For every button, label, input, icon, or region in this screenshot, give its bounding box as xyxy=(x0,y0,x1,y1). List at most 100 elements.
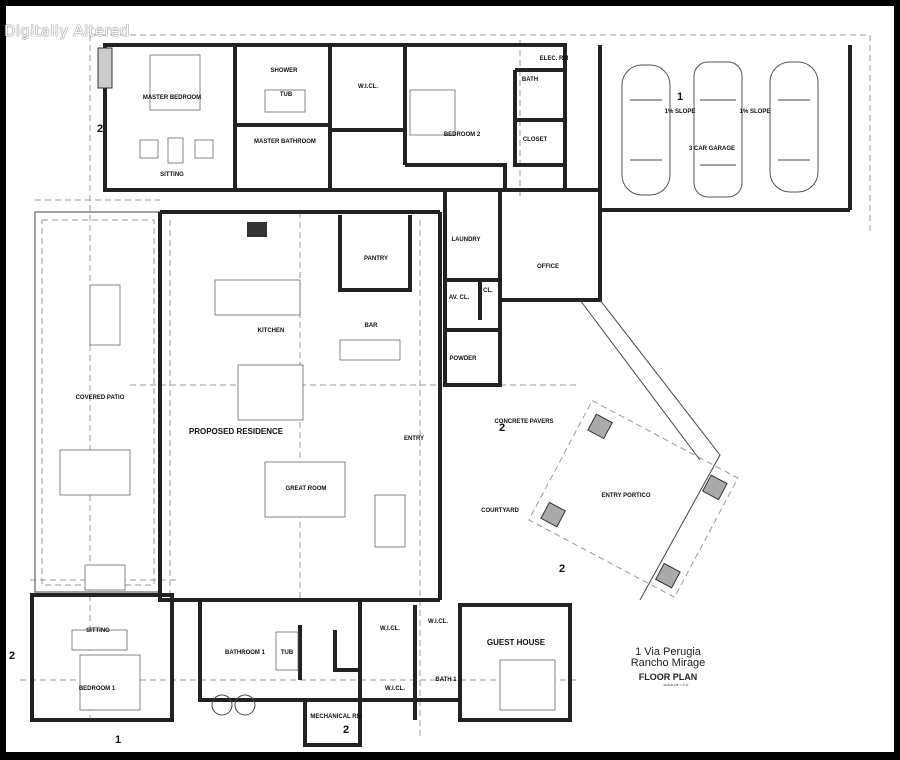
revision-tag: 1 xyxy=(115,734,121,746)
bedroom1-wing xyxy=(30,593,174,722)
guest-house xyxy=(458,603,572,722)
svg-text:BEDROOM 2: BEDROOM 2 xyxy=(444,132,481,138)
address-line1: 1 Via Perugia xyxy=(635,646,702,658)
svg-text:SHOWER: SHOWER xyxy=(271,68,299,74)
svg-text:1% SLOPE: 1% SLOPE xyxy=(740,109,771,115)
svg-text:2: 2 xyxy=(559,563,565,575)
revision-tag: 2 xyxy=(9,650,15,662)
bedroom2-bed xyxy=(409,89,456,136)
label-wicl-guest: W.I.CL. xyxy=(428,619,448,625)
svg-text:KITCHEN: KITCHEN xyxy=(258,328,285,334)
label-office: OFFICE xyxy=(537,264,559,270)
main-residence-walls xyxy=(158,188,602,602)
svg-text:1% SLOPE: 1% SLOPE xyxy=(665,109,696,115)
label-proposed-residence: PROPOSED RESIDENCE xyxy=(189,427,284,436)
address-line2: Rancho Mirage xyxy=(631,657,706,669)
svg-text:OFFICE: OFFICE xyxy=(537,264,559,270)
svg-text:BAR: BAR xyxy=(365,323,379,329)
label-shower: SHOWER xyxy=(271,68,299,74)
svg-text:MASTER BEDROOM: MASTER BEDROOM xyxy=(143,95,201,101)
svg-text:SCALE 1/8" = 1'-0": SCALE 1/8" = 1'-0" xyxy=(663,683,688,687)
svg-text:BATH 1: BATH 1 xyxy=(435,677,457,683)
svg-text:1: 1 xyxy=(677,91,683,103)
label-covered-patio: COVERED PATIO xyxy=(76,395,125,401)
label-master-bedroom: MASTER BEDROOM xyxy=(143,95,201,101)
label-garage: 3 CAR GARAGE xyxy=(689,146,735,152)
garage xyxy=(598,45,852,212)
svg-text:ELEC. RM: ELEC. RM xyxy=(540,56,569,62)
bathroom1-wing xyxy=(198,600,460,747)
label-bar: BAR xyxy=(365,323,379,329)
label-cl: CL. xyxy=(483,288,493,294)
svg-text:SITTING: SITTING xyxy=(86,628,110,634)
label-master-wicl: W.I.CL. xyxy=(358,84,378,90)
svg-text:GREAT ROOM: GREAT ROOM xyxy=(286,486,327,492)
svg-text:1: 1 xyxy=(115,734,121,746)
portico-outline xyxy=(579,299,721,601)
room-labels: MASTER BEDROOM MASTER BATHROOM SITTING T… xyxy=(76,56,771,720)
bedroom1-bed xyxy=(79,654,141,711)
label-closet: CLOSET xyxy=(523,137,548,143)
svg-text:FLOOR PLAN: FLOOR PLAN xyxy=(639,672,698,682)
svg-text:CL.: CL. xyxy=(483,288,493,294)
svg-text:PROPOSED RESIDENCE: PROPOSED RESIDENCE xyxy=(189,427,284,436)
label-bathroom1: BATHROOM 1 xyxy=(225,650,266,656)
car-icon xyxy=(769,61,819,193)
svg-text:BATHROOM 1: BATHROOM 1 xyxy=(225,650,266,656)
label-bedroom1: BEDROOM 1 xyxy=(79,686,116,692)
label-slope: 1% SLOPE xyxy=(665,109,696,115)
top-wing-walls xyxy=(97,43,567,192)
label-bath: BATH xyxy=(522,77,538,83)
label-concrete-pavers: CONCRETE PAVERS xyxy=(494,419,553,425)
svg-text:3 CAR GARAGE: 3 CAR GARAGE xyxy=(689,146,735,152)
svg-text:CONCRETE PAVERS: CONCRETE PAVERS xyxy=(494,419,553,425)
svg-text:POWDER: POWDER xyxy=(450,356,478,362)
revision-tag: 2 xyxy=(97,123,103,135)
label-pantry: PANTRY xyxy=(364,256,388,262)
label-slope: 1% SLOPE xyxy=(740,109,771,115)
label-great-room: GREAT ROOM xyxy=(286,486,327,492)
svg-text:Rancho Mirage: Rancho Mirage xyxy=(631,657,706,669)
car-icon xyxy=(693,61,743,198)
entry-portico xyxy=(528,399,739,598)
label-bedroom2: BEDROOM 2 xyxy=(444,132,481,138)
label-entry-portico: ENTRY PORTICO xyxy=(601,493,650,499)
label-bedroom1-sitting: SITTING xyxy=(86,628,110,634)
svg-text:ENTRY: ENTRY xyxy=(404,436,424,442)
sheet-title: FLOOR PLAN xyxy=(639,672,698,682)
label-master-bathroom: MASTER BATHROOM xyxy=(254,139,316,145)
svg-text:TUB: TUB xyxy=(281,650,294,656)
svg-text:BATH: BATH xyxy=(522,77,538,83)
svg-text:TUB: TUB xyxy=(280,92,293,98)
watermark: Digitally Altered xyxy=(4,22,130,40)
label-mechanical-rm: MECHANICAL RM xyxy=(310,714,361,720)
svg-text:MASTER BATHROOM: MASTER BATHROOM xyxy=(254,139,316,145)
label-elec-rm: ELEC. RM xyxy=(540,56,569,62)
revision-tag: 2 xyxy=(559,563,565,575)
svg-text:COVERED PATIO: COVERED PATIO xyxy=(76,395,125,401)
svg-text:SITTING: SITTING xyxy=(160,172,184,178)
svg-text:LAUNDRY: LAUNDRY xyxy=(451,237,480,243)
label-av-cl: AV. CL. xyxy=(449,295,470,301)
revision-tag: 2 xyxy=(499,422,505,434)
svg-text:W.I.CL.: W.I.CL. xyxy=(358,84,378,90)
label-wicl-a: W.I.CL. xyxy=(380,626,400,632)
label-wicl-b: W.I.CL. xyxy=(385,686,405,692)
svg-text:2: 2 xyxy=(97,123,103,135)
dining-table xyxy=(237,364,304,421)
label-laundry: LAUNDRY xyxy=(451,237,480,243)
scale-note: SCALE 1/8" = 1'-0" xyxy=(663,683,688,687)
svg-text:CLOSET: CLOSET xyxy=(523,137,548,143)
revision-tags: 2 1 2 2 2 2 1 xyxy=(9,91,683,746)
svg-text:W.I.CL.: W.I.CL. xyxy=(380,626,400,632)
master-bed xyxy=(149,54,201,111)
svg-text:W.I.CL.: W.I.CL. xyxy=(385,686,405,692)
floor-plan: MASTER BEDROOM MASTER BATHROOM SITTING T… xyxy=(9,34,871,747)
svg-text:GUEST HOUSE: GUEST HOUSE xyxy=(487,638,546,647)
revision-tag: 2 xyxy=(343,724,349,736)
svg-text:2: 2 xyxy=(9,650,15,662)
svg-text:BEDROOM 1: BEDROOM 1 xyxy=(79,686,116,692)
label-master-tub: TUB xyxy=(280,92,293,98)
sofa xyxy=(264,461,346,518)
